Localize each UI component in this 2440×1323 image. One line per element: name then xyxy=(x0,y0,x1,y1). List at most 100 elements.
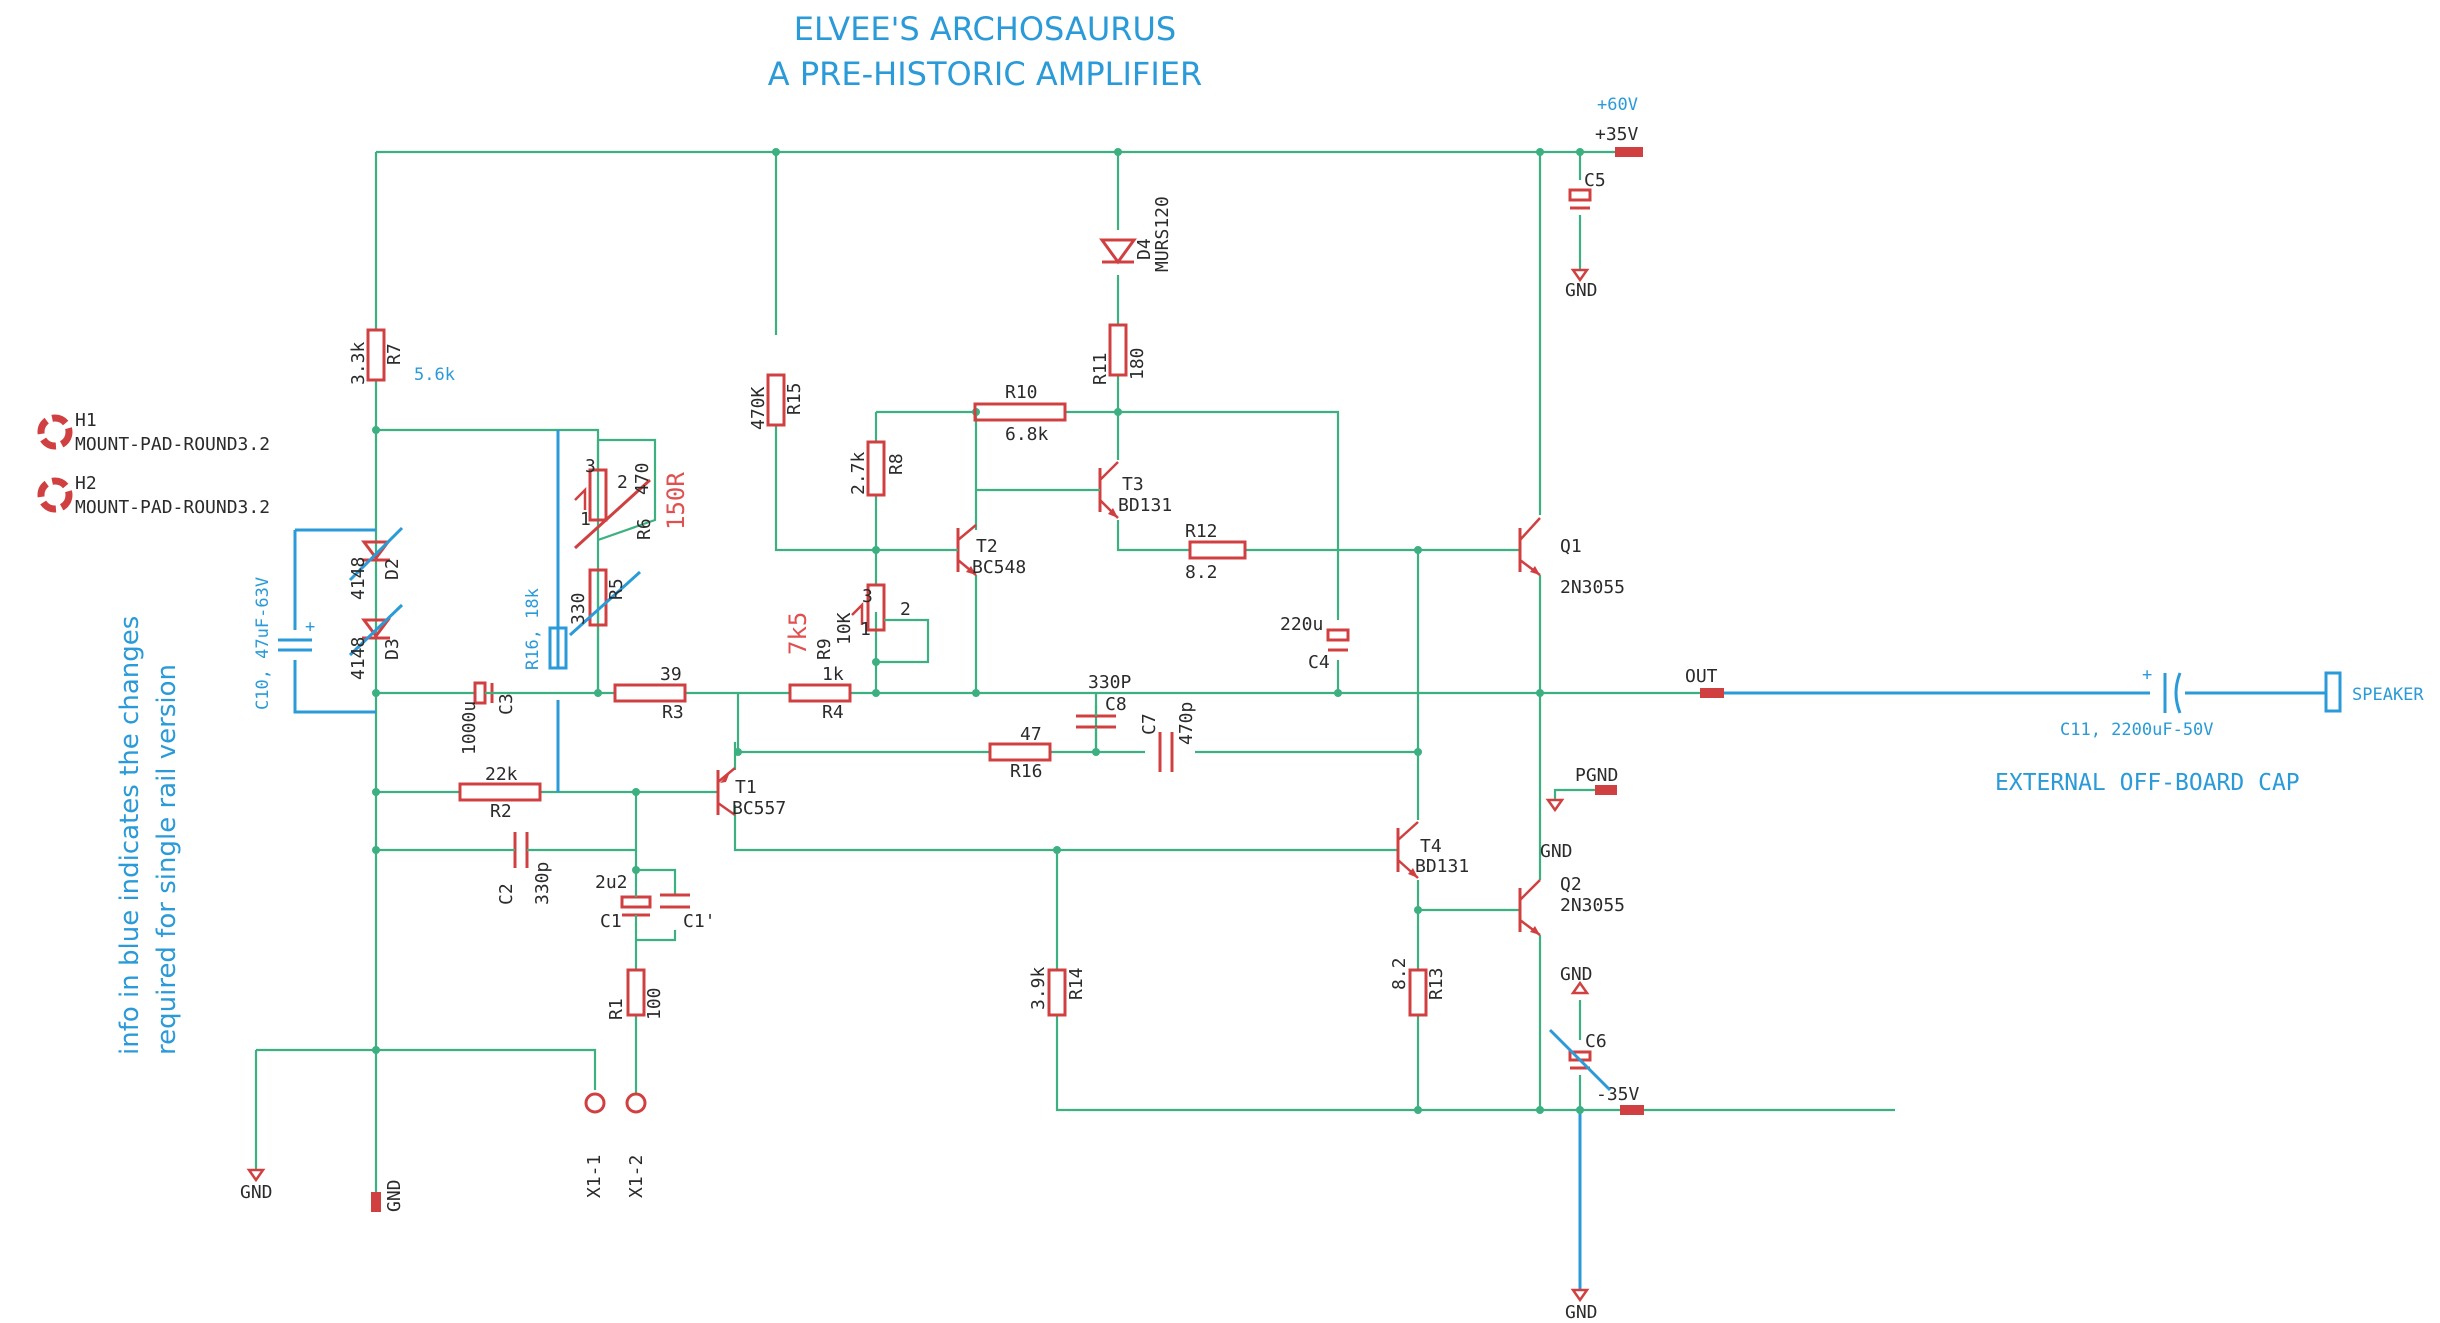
resistor-r16 xyxy=(988,742,1052,762)
resistor-r8 xyxy=(866,440,886,497)
gnd-label: GND xyxy=(1565,280,1598,301)
rail-neg-flag: -35V xyxy=(1596,1084,1644,1115)
t2-value: BC548 xyxy=(972,557,1026,578)
speaker-label: SPEAKER xyxy=(2352,685,2424,705)
r5-ref: R5 xyxy=(606,578,627,600)
h2-value: MOUNT-PAD-ROUND3.2 xyxy=(75,497,270,518)
blue-note-line2: required for single rail version xyxy=(152,664,182,1055)
gnd-label: GND xyxy=(1560,964,1593,985)
junctions xyxy=(372,148,1584,1114)
d2-value: 4148 xyxy=(348,557,369,600)
c11-label: C11, 2200uF-50V xyxy=(2060,720,2214,740)
resistor-r11 xyxy=(1108,323,1128,377)
gnd-symbol-c5: GND xyxy=(1565,268,1598,301)
transistor-t2 xyxy=(940,524,977,576)
r6-value: 470 xyxy=(632,462,653,495)
r2-value: 22k xyxy=(485,764,518,785)
capacitor-c2 xyxy=(500,832,545,868)
capacitor-c5 xyxy=(1568,188,1592,210)
capacitor-c7 xyxy=(1158,732,1174,772)
pgnd-label: PGND xyxy=(1575,765,1618,786)
t3-value: BD131 xyxy=(1118,495,1172,516)
gnd-label: GND xyxy=(1565,1302,1598,1323)
capacitor-c3 xyxy=(473,681,510,705)
c11-capacitor: + C11, 2200uF-50V xyxy=(2060,665,2214,740)
d2-ref: D2 xyxy=(382,558,403,580)
r7-blue-value: 5.6k xyxy=(414,365,455,385)
r9-ref: R9 xyxy=(814,638,835,660)
r3-value: 39 xyxy=(660,664,682,685)
title-line1: ELVEE'S ARCHOSAURUS xyxy=(794,10,1176,48)
rail-pos-blue-label: +60V xyxy=(1597,95,1638,115)
gnd-symbol-bottom: GND xyxy=(1565,1288,1598,1323)
r4-value: 1k xyxy=(822,664,844,685)
t4-ref: T4 xyxy=(1420,836,1442,857)
r7-ref: R7 xyxy=(384,343,405,365)
r16-blue-label: R16, 18k xyxy=(523,588,543,670)
out-net-label: OUT xyxy=(1685,666,1724,698)
r6-red-value: 150R xyxy=(662,472,690,530)
transistor-t3 xyxy=(1090,461,1119,519)
capacitor-c8 xyxy=(1076,700,1116,752)
resistor-r7 xyxy=(366,328,386,382)
c7-value: 470p xyxy=(1176,702,1197,745)
resistor-r16-blue xyxy=(548,626,568,670)
c6-ref: C6 xyxy=(1585,1031,1607,1052)
capacitor-c6 xyxy=(1548,1028,1612,1092)
wires xyxy=(254,150,1895,1200)
r5-value: 330 xyxy=(568,592,589,625)
r9-pin3: 3 xyxy=(862,586,873,607)
r8-value: 2.7k xyxy=(848,451,869,495)
t1-ref: T1 xyxy=(735,777,757,798)
r16-ref: R16 xyxy=(1010,761,1043,782)
blue-note-line1: info in blue indicates the changes xyxy=(115,616,145,1055)
c8-ref: C8 xyxy=(1105,694,1127,715)
speaker-connector: SPEAKER xyxy=(2324,671,2424,713)
resistor-r15 xyxy=(766,373,786,427)
pgnd-flag: PGND xyxy=(1575,765,1618,795)
gnd-symbol-c6: GND xyxy=(1560,964,1593,995)
r14-value: 3.9k xyxy=(1028,966,1049,1010)
c3-ref: C3 xyxy=(496,693,517,715)
potentiometer-r6 xyxy=(573,468,652,550)
external-cap-note: EXTERNAL OFF-BOARD CAP xyxy=(1995,770,2300,796)
potentiometer-r9 xyxy=(851,583,925,632)
r11-ref: R11 xyxy=(1090,352,1111,385)
gnd-flag-bottom: GND xyxy=(371,1179,405,1212)
transistor-t4 xyxy=(1396,821,1419,879)
r2-ref: R2 xyxy=(490,801,512,822)
x1-1-label: X1-1 xyxy=(584,1155,605,1198)
r9-pin1: 1 xyxy=(860,619,871,640)
r10-ref: R10 xyxy=(1005,382,1038,403)
t2-ref: T2 xyxy=(976,536,998,557)
transistor-q1 xyxy=(1518,517,1541,576)
diode-d2 xyxy=(348,526,404,582)
gnd-label: GND xyxy=(384,1179,405,1212)
resistor-r13 xyxy=(1408,968,1428,1017)
r13-value: 8.2 xyxy=(1389,957,1410,990)
resistor-r12 xyxy=(1188,540,1247,560)
r9-value: 10K xyxy=(834,612,855,645)
r1-value: 100 xyxy=(644,987,665,1020)
d4-value: MURS120 xyxy=(1152,196,1173,272)
r9-red-value: 7k5 xyxy=(784,612,812,655)
h1-value: MOUNT-PAD-ROUND3.2 xyxy=(75,434,270,455)
r15-value: 470K xyxy=(748,386,769,430)
c1-prime-ref: C1' xyxy=(683,911,716,932)
c2-value: 330p xyxy=(532,862,553,905)
gnd-label: GND xyxy=(240,1182,273,1203)
rail-pos-label: +35V xyxy=(1595,124,1639,145)
diode-d3 xyxy=(348,603,404,657)
resistor-r4 xyxy=(788,683,852,703)
gnd-symbol-left: GND xyxy=(240,1168,273,1203)
r6-pin1: 1 xyxy=(580,509,591,530)
capacitor-c1-prime xyxy=(660,893,690,909)
q1-ref: Q1 xyxy=(1560,536,1582,557)
resistor-r14 xyxy=(1047,968,1067,1017)
t4-value: BD131 xyxy=(1415,856,1469,877)
rail-neg-label: -35V xyxy=(1596,1084,1640,1105)
q1-value: 2N3055 xyxy=(1560,577,1625,598)
capacitor-c4 xyxy=(1326,628,1350,652)
x1-2-label: X1-2 xyxy=(626,1155,647,1198)
